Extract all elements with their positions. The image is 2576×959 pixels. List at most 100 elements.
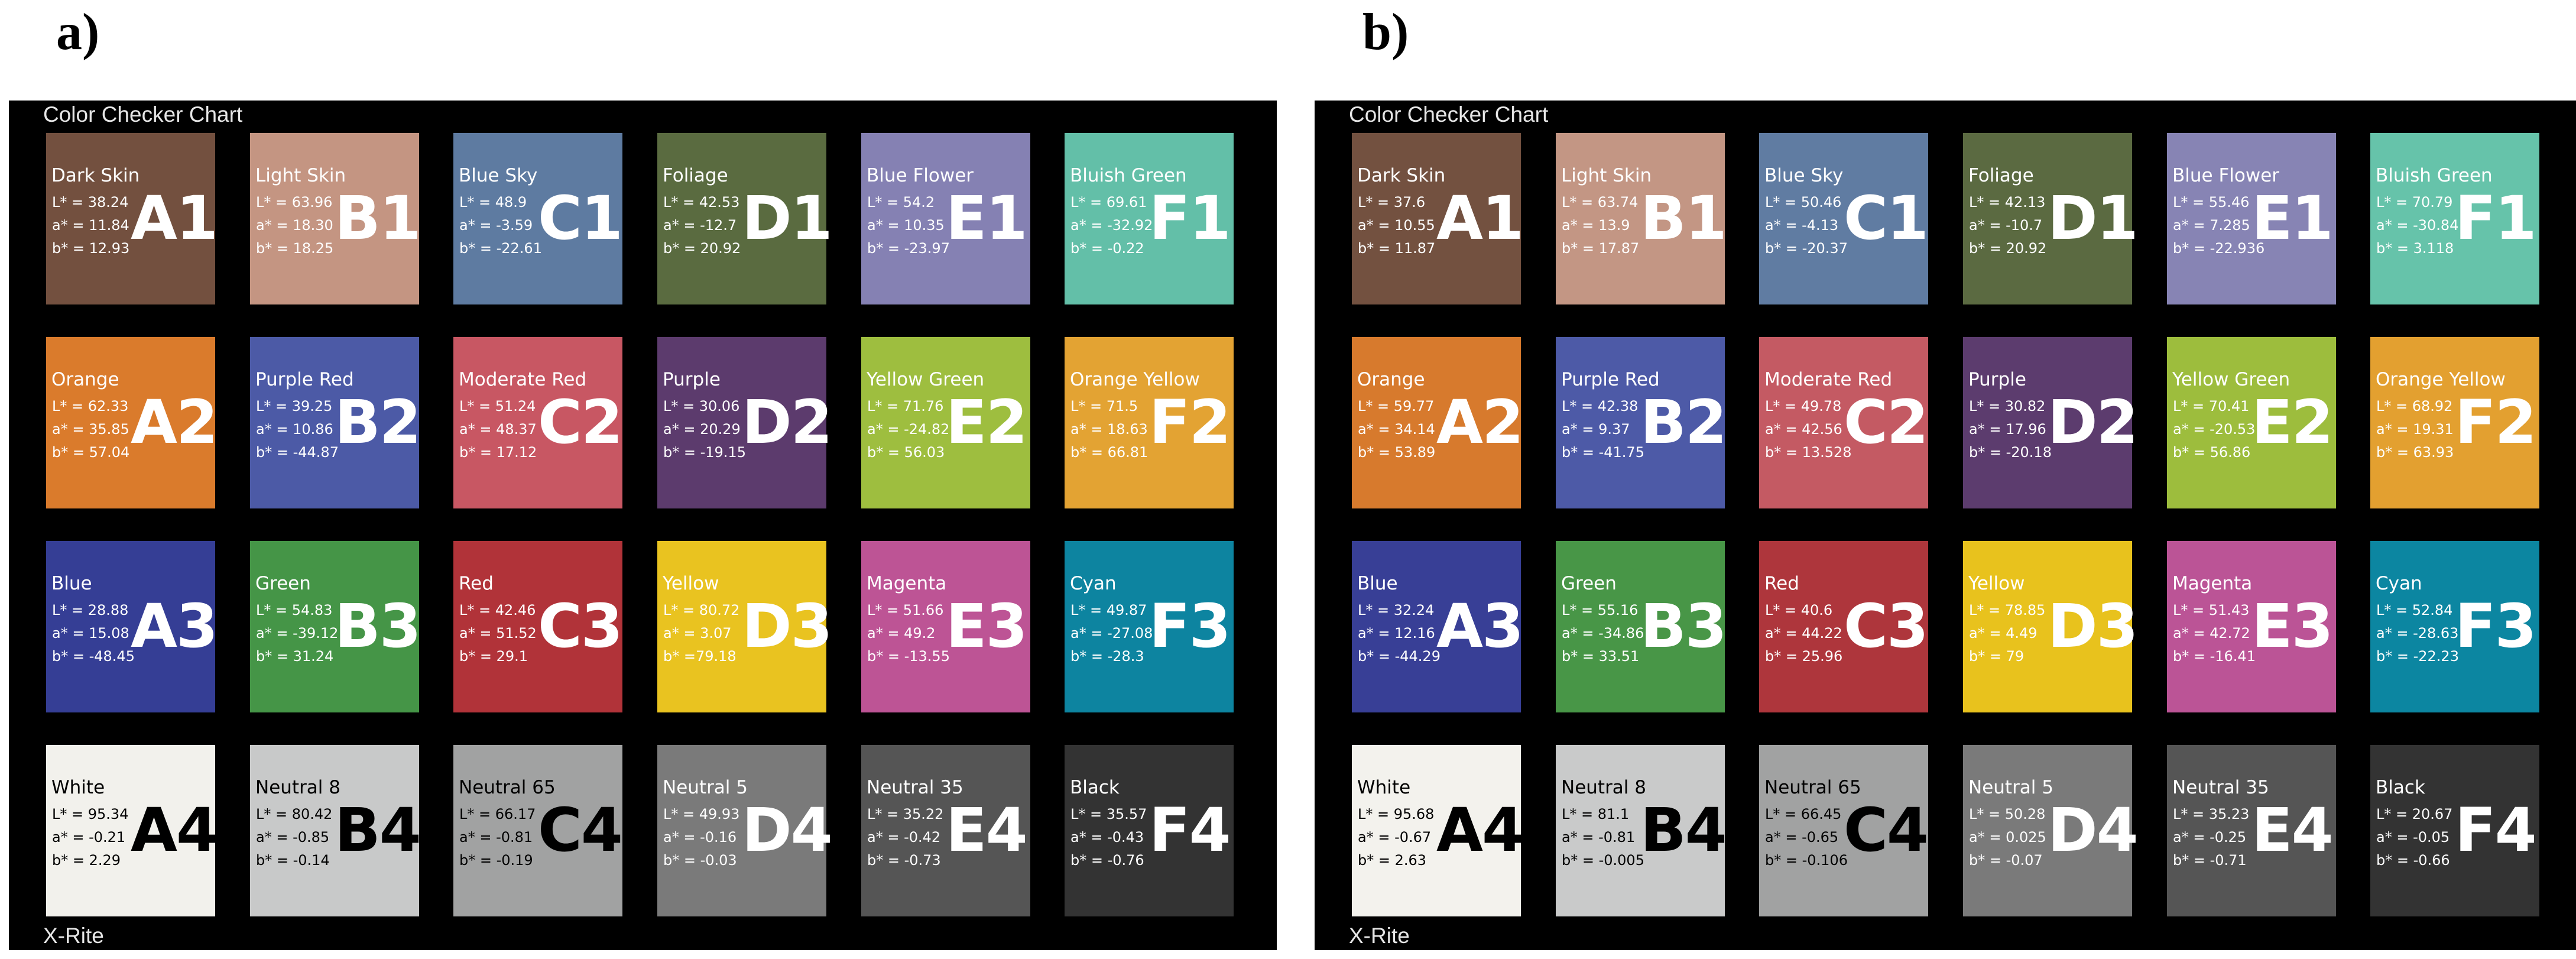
patch-value-b: b* = -0.19 xyxy=(459,852,533,869)
patch-value-l: L* = 69.61 xyxy=(1070,194,1147,210)
patch-name: Orange xyxy=(51,369,119,390)
patch-value-a: a* = 42.56 xyxy=(1765,421,1842,438)
patch-value-l: L* = 40.6 xyxy=(1765,602,1833,618)
patch-id: C3 xyxy=(538,591,623,662)
patch-value-b: b* = 66.81 xyxy=(1070,444,1149,461)
patch-id: A2 xyxy=(1436,387,1524,458)
patch-value-a: a* = 17.96 xyxy=(1969,421,2046,438)
patch-name: Dark Skin xyxy=(51,165,140,186)
patch-id: E2 xyxy=(946,387,1028,458)
patch-value-l: L* = 42.46 xyxy=(459,602,536,618)
patch-id: F3 xyxy=(1149,591,1231,662)
patch-value-l: L* = 50.46 xyxy=(1765,194,1842,210)
patch-value-l: L* = 80.72 xyxy=(663,602,740,618)
patch-id: C4 xyxy=(1844,795,1929,866)
patch-id: B3 xyxy=(1640,591,1727,662)
patch-id: B4 xyxy=(1640,795,1727,866)
patch-name: Yellow Green xyxy=(2172,369,2291,390)
patch-value-b: b* = -0.66 xyxy=(2376,852,2450,869)
patch-value-l: L* = 71.5 xyxy=(1070,398,1138,414)
patch-name: Orange Yellow xyxy=(2376,369,2506,390)
patch-name: Magenta xyxy=(2172,573,2253,594)
patch-name: Blue Sky xyxy=(459,165,538,186)
patch-value-a: a* = -0.21 xyxy=(52,829,126,845)
patch-name: Black xyxy=(1070,777,1120,798)
patch-value-b: b* = -44.29 xyxy=(1358,648,1441,665)
patch-value-l: L* = 59.77 xyxy=(1358,398,1435,414)
patch-value-a: a* = -0.43 xyxy=(1070,829,1144,845)
patch-name: Neutral 65 xyxy=(1764,777,1861,798)
patch-value-l: L* = 55.46 xyxy=(2173,194,2250,210)
patch-id: D2 xyxy=(742,387,833,458)
patch-value-a: a* = 20.29 xyxy=(663,421,741,438)
patch-id: D1 xyxy=(742,183,833,254)
patch-id: C2 xyxy=(538,387,623,458)
patch-value-b: b* = 63.93 xyxy=(2376,444,2454,461)
patch-name: Blue Flower xyxy=(2172,165,2280,186)
patch-value-l: L* = 35.22 xyxy=(867,806,944,822)
patch-value-a: a* = -0.81 xyxy=(1562,829,1636,845)
patch-value-a: a* = 49.2 xyxy=(867,625,936,642)
patch-value-l: L* = 48.9 xyxy=(459,194,527,210)
patch-name: Moderate Red xyxy=(1764,369,1893,390)
patch-value-b: b* = -44.87 xyxy=(256,444,339,461)
patch-value-a: a* = -20.53 xyxy=(2173,421,2256,438)
patch-value-a: a* = 18.63 xyxy=(1070,421,1148,438)
patch-name: White xyxy=(51,777,105,798)
patch-value-l: L* = 20.67 xyxy=(2376,806,2453,822)
patch-value-b: b* = 17.12 xyxy=(459,444,537,461)
patch-value-b: b* = 25.96 xyxy=(1765,648,1843,665)
patch-value-l: L* = 37.6 xyxy=(1358,194,1426,210)
patch-value-b: b* = -13.55 xyxy=(867,648,950,665)
patch-value-b: b* = -23.97 xyxy=(867,240,950,257)
patch-value-b: b* = -41.75 xyxy=(1562,444,1644,461)
patch-value-l: L* = 54.2 xyxy=(867,194,935,210)
patch-id: E1 xyxy=(2251,183,2334,254)
patch-value-a: a* = -32.92 xyxy=(1070,217,1153,234)
figure-label-a: a) xyxy=(56,4,100,61)
patch-value-a: a* = 51.52 xyxy=(459,625,537,642)
patch-name: Red xyxy=(459,573,494,594)
patch-value-l: L* = 32.24 xyxy=(1358,602,1435,618)
patch-value-a: a* = 35.85 xyxy=(52,421,129,438)
patch-name: Bluish Green xyxy=(1070,165,1187,186)
patch-name: Neutral 35 xyxy=(2172,777,2269,798)
patch-value-b: b* = 56.03 xyxy=(867,444,945,461)
patch-value-b: b* = -0.106 xyxy=(1765,852,1848,869)
patch-value-b: b* = 56.86 xyxy=(2173,444,2251,461)
patch-value-b: b* = 12.93 xyxy=(52,240,130,257)
patch-value-a: a* = 19.31 xyxy=(2376,421,2454,438)
patch-value-b: b* = 11.87 xyxy=(1358,240,1436,257)
patch-value-b: b* = 20.92 xyxy=(1969,240,2047,257)
